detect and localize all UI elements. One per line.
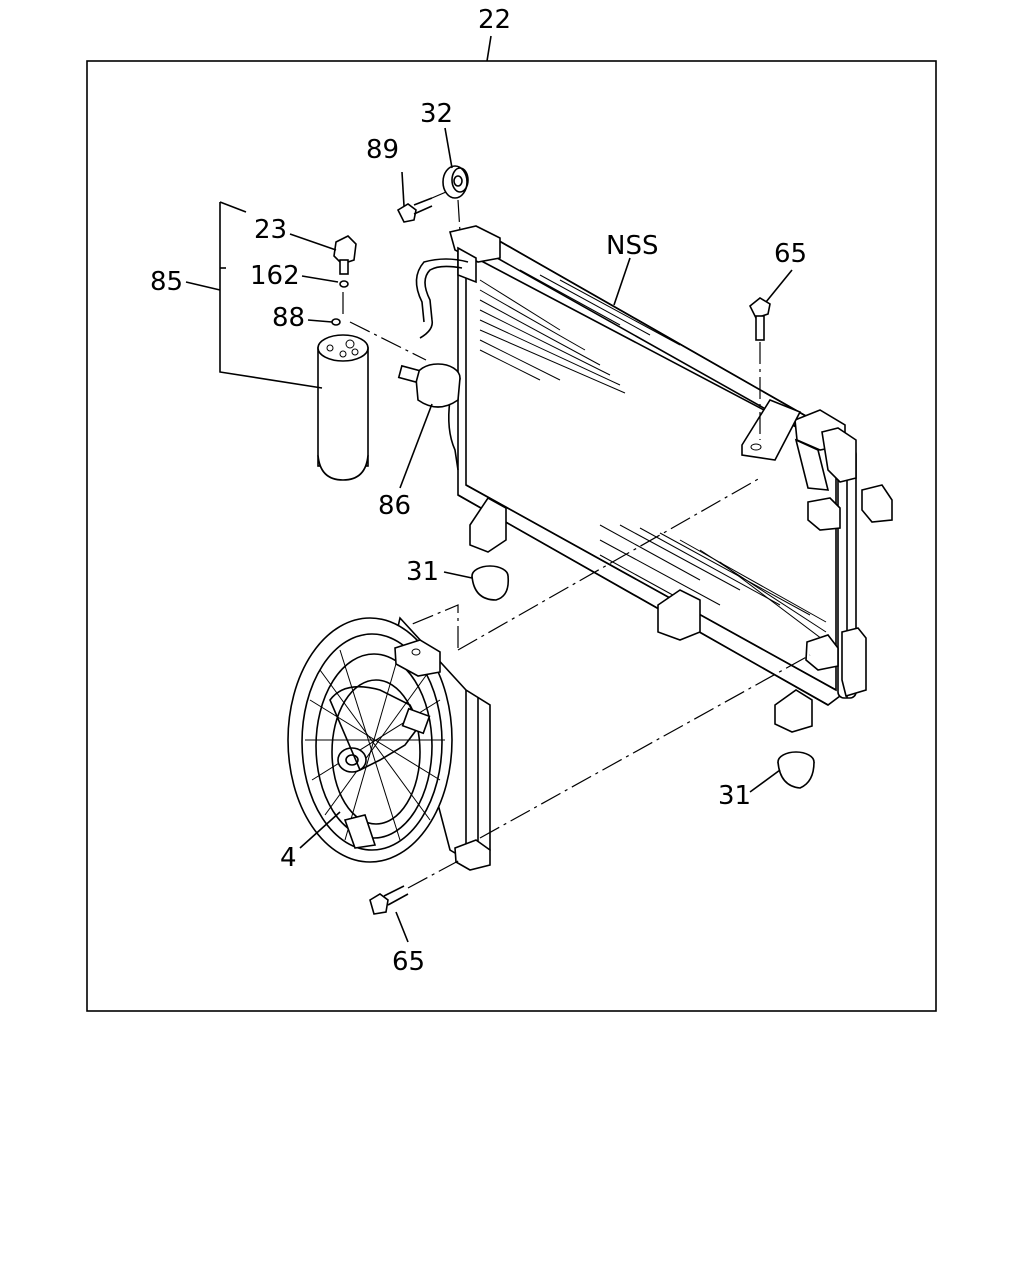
o-ring xyxy=(339,280,349,288)
clamp-bracket xyxy=(397,363,461,408)
callout-31-left: 31 xyxy=(406,557,439,587)
receiver-drier xyxy=(317,334,369,481)
callout-32: 32 xyxy=(420,99,453,129)
callout-89: 89 xyxy=(366,135,399,165)
callout-nss: NSS xyxy=(606,231,658,261)
ring-88 xyxy=(331,318,341,326)
callout-65-bottom: 65 xyxy=(392,947,425,977)
callout-31-right: 31 xyxy=(718,781,751,811)
callout-88: 88 xyxy=(272,303,305,333)
diagram-frame xyxy=(86,60,937,1012)
pad-31-left xyxy=(471,565,510,601)
callout-4: 4 xyxy=(280,843,297,873)
callout-23: 23 xyxy=(254,215,287,245)
callout-86: 86 xyxy=(378,491,411,521)
pressure-switch xyxy=(333,235,357,275)
leader-lines xyxy=(185,127,793,943)
bolt-65-top xyxy=(748,297,771,341)
alignment-lines xyxy=(342,191,811,889)
pad-31-right xyxy=(777,751,815,789)
callout-162: 162 xyxy=(250,261,300,291)
callout-85: 85 xyxy=(150,267,183,297)
fan-assembly xyxy=(287,616,491,871)
bolt-89 xyxy=(396,197,433,223)
leader-assembly xyxy=(486,35,492,62)
cushion-32 xyxy=(442,165,469,199)
bolt-65-bottom xyxy=(369,885,409,915)
callout-22: 22 xyxy=(478,5,511,35)
callout-65-top: 65 xyxy=(774,239,807,269)
condenser xyxy=(415,225,893,733)
